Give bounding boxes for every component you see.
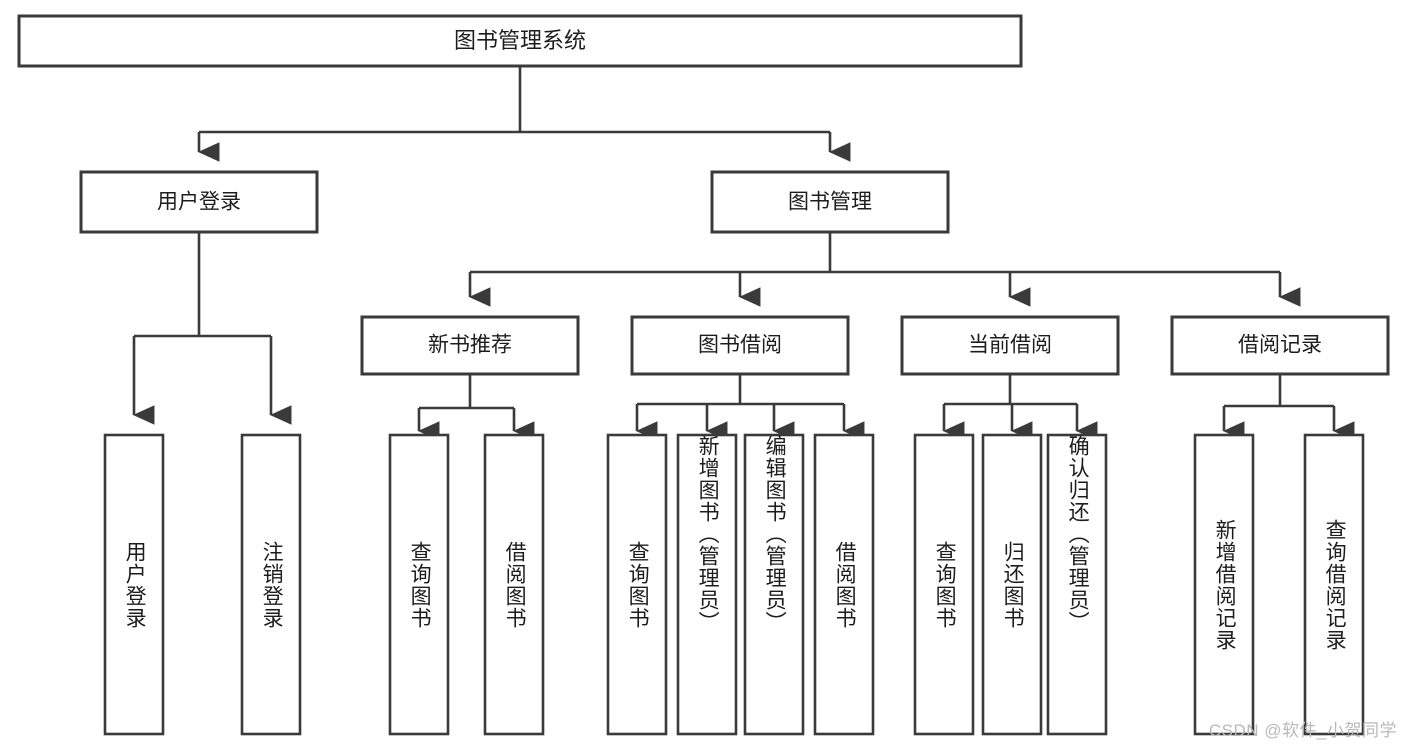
node-book-borrow[interactable]: 图书借阅 [630, 315, 850, 376]
leaf-box-add-record[interactable] [1193, 433, 1255, 736]
node-borrow-record-label: 借阅记录 [1238, 334, 1322, 357]
node-new-book-recommend[interactable]: 新书推荐 [360, 315, 580, 376]
leaf-box-borrow-book-1[interactable] [483, 433, 545, 736]
watermark-text: CSDN @软件_小贺同学 [1208, 721, 1397, 740]
node-current-borrow-box [900, 315, 1120, 376]
leaf-box-logout[interactable] [240, 433, 302, 736]
node-book-management[interactable]: 图书管理 [710, 170, 950, 234]
node-new-book-recommend-box [360, 315, 580, 376]
leaf-box-query-book-1[interactable] [388, 433, 450, 736]
node-user-login[interactable]: 用户登录 [79, 170, 319, 234]
leaf-box-edit-book[interactable] [743, 433, 805, 736]
leaf-box-query-book-2[interactable] [606, 433, 668, 736]
node-book-borrow-label: 图书借阅 [698, 334, 782, 357]
node-current-borrow-label: 当前借阅 [968, 334, 1052, 357]
connector-borrow-record-to-leaves [1222, 374, 1355, 441]
leaf-box-borrow-book-2[interactable] [813, 433, 875, 736]
leaf-box-query-record[interactable] [1303, 433, 1365, 736]
leaf-box-query-book-3[interactable] [913, 433, 975, 736]
connector-new-book-recommend-to-leaves [417, 374, 535, 441]
node-root-label: 图书管理系统 [454, 28, 586, 53]
node-new-book-recommend-label: 新书推荐 [428, 334, 512, 357]
leaf-box-user-login[interactable] [103, 433, 165, 736]
node-root[interactable]: 图书管理系统 [17, 14, 1023, 68]
node-root-box [17, 14, 1023, 68]
connector-book-borrow-to-leaves [635, 374, 865, 441]
leaf-box-add-book[interactable] [676, 433, 738, 736]
leaf-box-return-book[interactable] [981, 433, 1043, 736]
connector-root-to-level2 [197, 66, 851, 162]
connector-current-borrow-to-leaves [942, 374, 1098, 441]
node-user-login-label: 用户登录 [157, 191, 241, 214]
leaf-box-confirm-return[interactable] [1046, 433, 1108, 736]
node-user-login-box [79, 170, 319, 234]
connector-user-login-to-leaves [132, 232, 292, 425]
node-current-borrow[interactable]: 当前借阅 [900, 315, 1120, 376]
connector-book-management-to-level3 [468, 232, 1301, 307]
node-book-management-label: 图书管理 [788, 191, 872, 214]
node-borrow-record[interactable]: 借阅记录 [1170, 315, 1390, 376]
